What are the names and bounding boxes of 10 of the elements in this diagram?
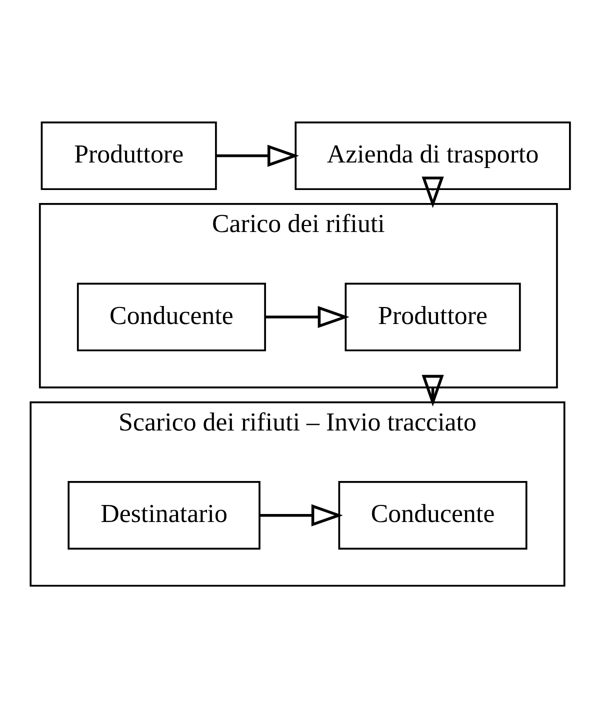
arrow (422, 374, 444, 406)
arrow (260, 504, 343, 526)
arrow (265, 305, 350, 328)
node-box: Produttore (40, 120, 217, 190)
node-box: Produttore (344, 282, 521, 351)
arrow (216, 144, 300, 166)
arrow (422, 176, 444, 208)
node-box: Conducente (76, 282, 266, 351)
node-box: Conducente (338, 480, 528, 550)
node-box: Destinatario (68, 480, 260, 550)
